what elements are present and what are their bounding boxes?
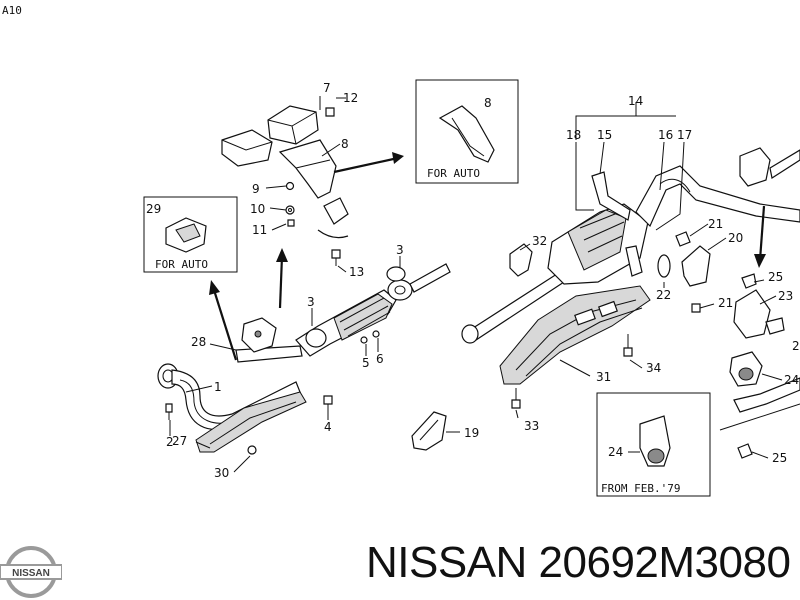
callout-21a: 21	[708, 217, 723, 231]
hangers	[509, 171, 671, 278]
part-number-text: NISSAN 20692M3080	[366, 538, 791, 587]
page-code: A10	[2, 4, 22, 17]
callout-8-auto: 8	[484, 96, 492, 110]
callout-4: 4	[324, 420, 332, 434]
arrows	[209, 152, 766, 361]
callout-18: 18	[566, 128, 581, 142]
catalytic-converter	[295, 263, 451, 357]
nissan-logo-icon: NISSAN	[0, 546, 62, 598]
callout-8: 8	[341, 137, 349, 151]
from-feb-box	[596, 392, 711, 497]
callout-33: 33	[524, 419, 539, 433]
callout-17: 17	[677, 128, 692, 142]
part-24-alt	[639, 415, 671, 467]
callout-2-right: 2	[792, 339, 800, 353]
callout-28: 28	[191, 335, 206, 349]
callout-5: 5	[362, 356, 370, 370]
callout-3a: 3	[307, 295, 315, 309]
mount-assembly	[221, 105, 349, 266]
callout-21b: 21	[718, 296, 733, 310]
front-pipe-assembly	[157, 317, 333, 455]
callout-10: 10	[250, 202, 265, 216]
callout-7: 7	[323, 81, 331, 95]
callout-32: 32	[532, 234, 547, 248]
callout-14: 14	[628, 94, 643, 108]
callout-25b: 25	[772, 451, 787, 465]
callout-25a: 25	[768, 270, 783, 284]
callout-20: 20	[728, 231, 743, 245]
callout-1: 1	[214, 380, 222, 394]
heat-shield-31	[499, 285, 651, 385]
muffler-assembly	[461, 147, 800, 344]
callout-29: 29	[146, 202, 161, 216]
part-8-auto	[438, 105, 495, 163]
callout-11: 11	[252, 223, 267, 237]
callout-13: 13	[349, 265, 364, 279]
callout-34: 34	[646, 361, 661, 375]
logo-text: NISSAN	[12, 568, 50, 579]
callout-9: 9	[252, 182, 260, 196]
callout-27: 27	[172, 434, 187, 448]
for-auto-box-top	[415, 79, 519, 184]
callout-22: 22	[656, 288, 671, 302]
callout-2: 2	[166, 435, 174, 449]
callout-19: 19	[464, 426, 479, 440]
note-from-feb: FROM FEB.'79	[601, 482, 680, 495]
callout-23: 23	[778, 289, 793, 303]
callout-3b: 3	[396, 243, 404, 257]
note-for-auto-left: FOR AUTO	[155, 258, 208, 271]
callout-24: 24	[784, 373, 799, 387]
callout-30: 30	[214, 466, 229, 480]
callout-6: 6	[376, 352, 384, 366]
callout-12: 12	[343, 91, 358, 105]
callout-labels: 1 2 3 3 4 5 6 7 8 8 9 10 11 12 13 14 15 …	[146, 81, 800, 480]
callout-15: 15	[597, 128, 612, 142]
for-auto-box-left	[143, 196, 238, 273]
callout-31: 31	[596, 370, 611, 384]
part-29	[165, 217, 207, 253]
note-for-auto-top: FOR AUTO	[427, 167, 480, 180]
misc-hardware	[411, 334, 633, 451]
leader-lines	[169, 96, 783, 473]
callout-16: 16	[658, 128, 673, 142]
callout-24-alt: 24	[608, 445, 623, 459]
right-hardware	[675, 231, 800, 459]
